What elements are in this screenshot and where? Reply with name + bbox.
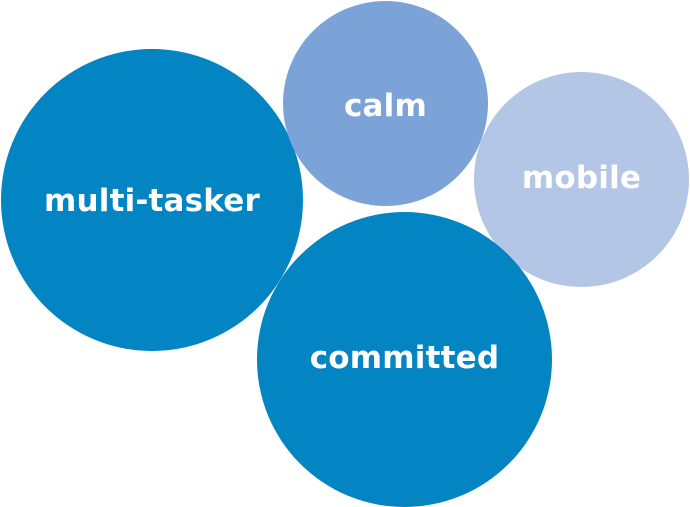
bubble-multi-tasker: multi-tasker — [1, 49, 303, 351]
bubble-committed: committed — [257, 212, 552, 507]
bubble-mobile: mobile — [474, 72, 689, 287]
bubble-label-committed: committed — [309, 339, 500, 376]
bubble-label-calm: calm — [343, 87, 428, 124]
bubble-calm: calm — [283, 1, 488, 206]
bubble-label-mobile: mobile — [521, 159, 642, 196]
bubble-label-multi-tasker: multi-tasker — [44, 183, 260, 219]
